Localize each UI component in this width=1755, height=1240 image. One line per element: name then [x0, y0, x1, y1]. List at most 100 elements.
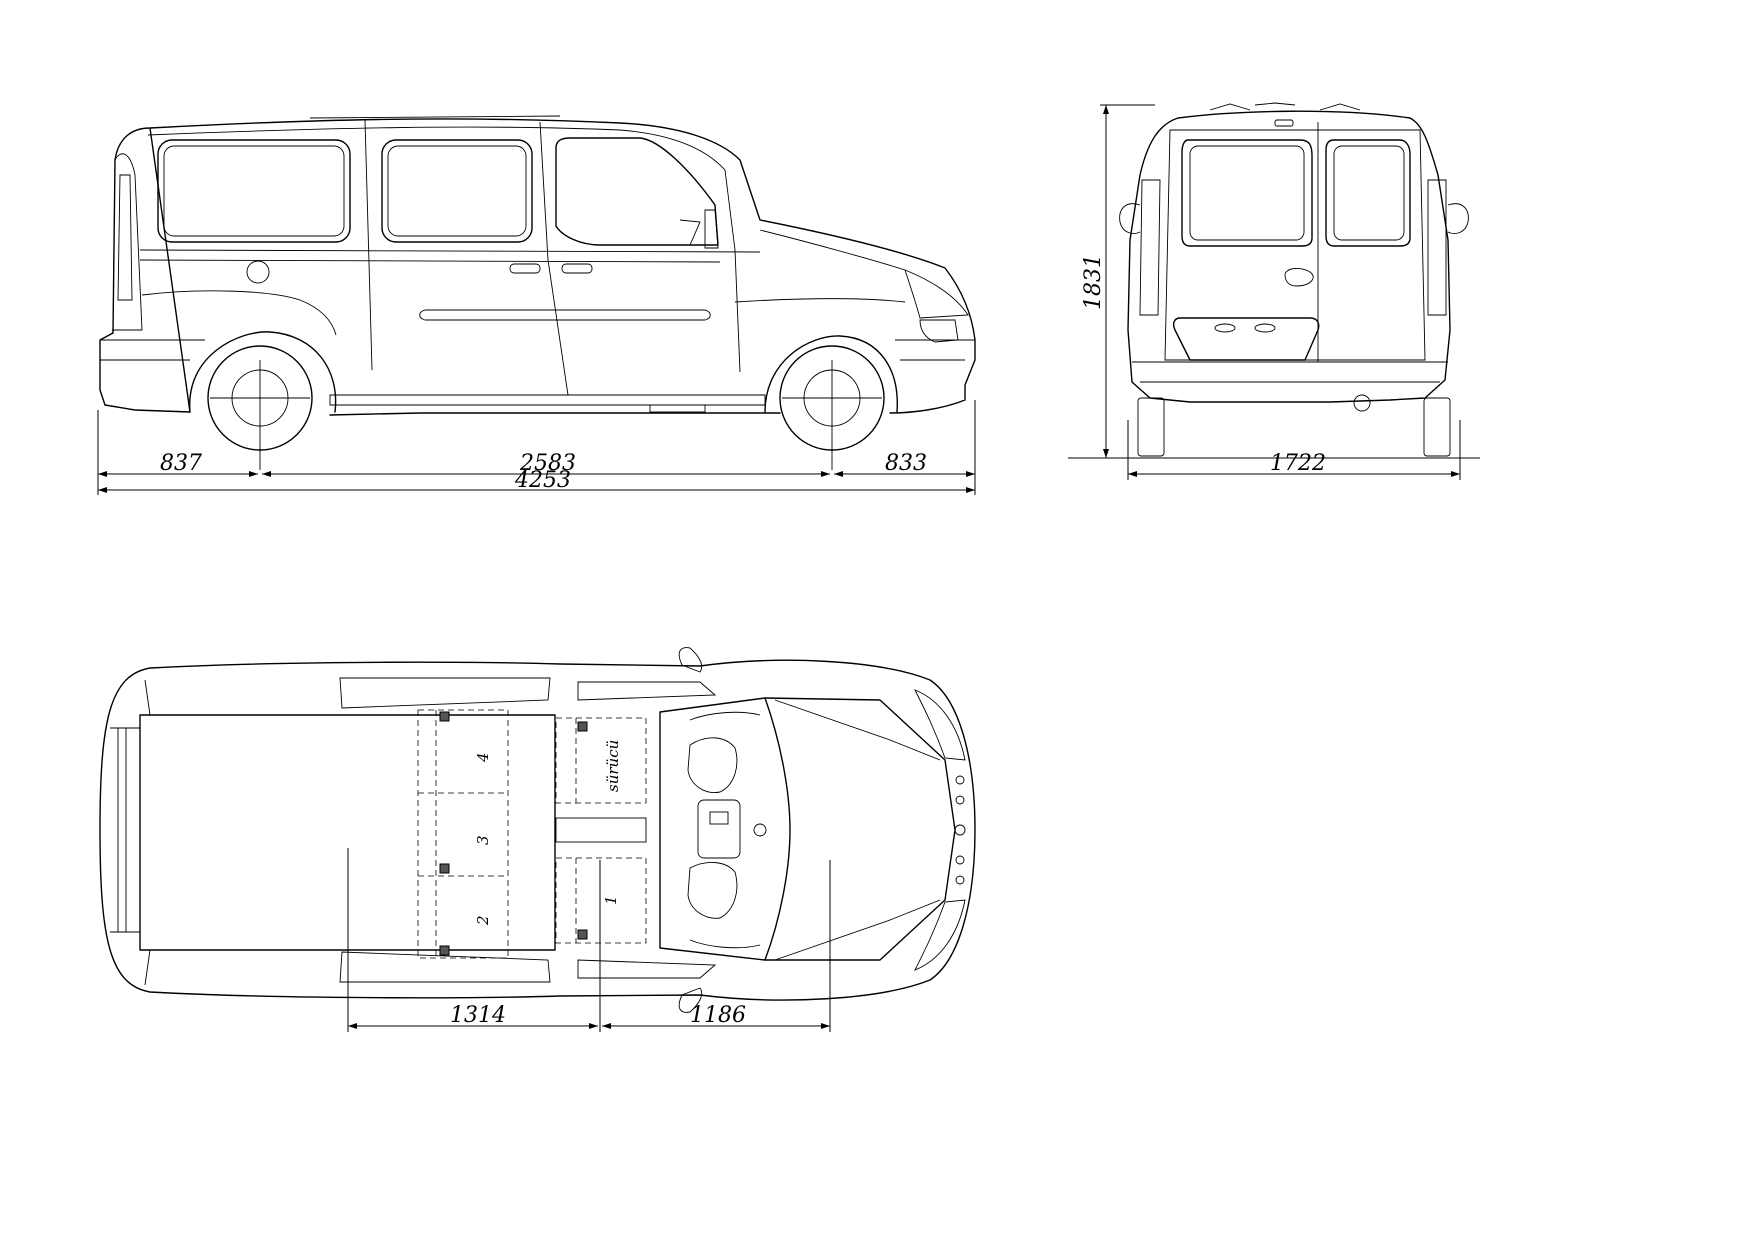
top-rear-bumper — [110, 727, 141, 933]
dim-height: 1831 — [1081, 254, 1106, 310]
dim-seat-to-front: 1186 — [690, 1003, 746, 1028]
top-anchor-3 — [439, 945, 450, 956]
top-front-window-right — [577, 959, 717, 979]
side-window-front — [555, 137, 719, 246]
rear-brake-light — [1274, 119, 1294, 127]
side-rear-flare — [141, 290, 337, 336]
rear-window-left-inner — [1189, 145, 1305, 241]
rear-mirror-right — [1447, 203, 1469, 234]
side-dimensions: 837 2583 833 4253 — [97, 400, 976, 495]
side-door-handle-2 — [561, 263, 593, 274]
side-view: 837 2583 833 4253 — [97, 115, 976, 495]
top-cargo-area — [139, 714, 556, 951]
top-mirror-left — [678, 647, 703, 673]
side-rear-lamp — [117, 174, 133, 301]
top-view: 4 3 2 sürücü 1 — [99, 647, 976, 1032]
side-window-rear — [157, 139, 351, 243]
top-front-window-left — [577, 681, 717, 701]
side-fuel-cap — [246, 260, 270, 284]
rear-view: 1831 1722 — [1068, 102, 1480, 480]
top-center-console — [555, 817, 647, 843]
top-grille — [954, 775, 966, 885]
top-wiper-pivot — [753, 823, 767, 837]
rear-lamp-left — [1139, 179, 1161, 316]
rear-plate-light-left — [1214, 323, 1236, 333]
top-windshield — [659, 697, 791, 961]
side-window-rear-inner — [163, 145, 345, 237]
rear-window-left — [1181, 139, 1313, 247]
top-anchor-2 — [439, 863, 450, 874]
side-window-middle — [381, 139, 533, 243]
side-sill — [329, 394, 766, 406]
seat-label-3: 3 — [474, 835, 492, 845]
dim-width: 1722 — [1270, 451, 1326, 476]
side-door-seam-c — [539, 121, 569, 396]
side-front-wheel-arch — [764, 335, 898, 413]
top-side-window-right — [339, 951, 551, 983]
seat-label-driver: sürücü — [604, 740, 622, 792]
side-mirror — [679, 209, 719, 249]
top-headlamp-left — [914, 689, 966, 761]
side-rear-wheel-arch — [189, 331, 337, 413]
dim-rear-overhang: 833 — [885, 451, 927, 476]
side-rear-door-edge — [112, 153, 143, 331]
side-door-seam-a — [724, 169, 741, 373]
top-hood-line-1 — [774, 699, 941, 761]
side-window-middle-inner — [387, 145, 527, 237]
top-dash-center — [697, 799, 741, 859]
rear-dimensions: 1831 1722 — [1081, 104, 1461, 480]
rear-roof — [1209, 102, 1361, 111]
dim-front-overhang: 837 — [160, 451, 202, 476]
rear-plate-recess — [1172, 317, 1320, 361]
side-front-indicator — [919, 319, 959, 343]
side-belt-line — [139, 249, 761, 253]
top-driver-seat — [555, 717, 647, 804]
dim-overall-length: 4253 — [514, 468, 571, 493]
seat-label-1: 1 — [602, 895, 620, 905]
rear-plate-light-right — [1254, 323, 1276, 333]
side-door-handle-1 — [509, 263, 541, 274]
rear-lamp-right — [1427, 179, 1447, 316]
top-hood — [764, 697, 956, 961]
side-door-seam-b — [364, 119, 373, 371]
rear-mirror-left — [1119, 203, 1141, 234]
top-headlamp-right — [914, 899, 966, 971]
top-steering — [687, 737, 738, 793]
side-rear-wheel — [207, 345, 313, 470]
top-hood-line-2 — [774, 899, 941, 961]
top-anchor-1 — [439, 711, 450, 722]
side-headlamp — [904, 269, 969, 319]
rear-tire-right — [1423, 397, 1451, 457]
top-dimensions: 1314 1186 — [348, 1003, 830, 1029]
rear-tow-hook — [1353, 394, 1371, 412]
rear-body-outline — [1127, 110, 1451, 403]
side-bumper-rear — [100, 339, 205, 361]
side-molding — [419, 309, 711, 321]
top-side-window-left — [339, 677, 551, 709]
top-steering-2 — [687, 862, 738, 919]
side-bumper-front — [895, 339, 975, 361]
rear-bumper — [1132, 361, 1448, 383]
top-driver-anchor — [577, 721, 588, 732]
top-body-outline — [99, 659, 976, 1001]
side-roof-line — [147, 126, 726, 171]
top-cargo-edge — [144, 679, 151, 986]
rear-tire-left — [1137, 397, 1165, 457]
top-dash-vent — [709, 811, 729, 825]
dim-wheelbase: 2583 — [519, 451, 576, 476]
top-dashboard — [689, 711, 761, 949]
side-molding-front — [734, 298, 906, 303]
side-front-wheel — [779, 345, 885, 470]
rear-door-handle — [1284, 268, 1314, 287]
side-belt-line-2 — [139, 259, 721, 263]
top-passenger-seat — [555, 857, 647, 944]
side-hood-line — [759, 229, 906, 271]
side-body-outline — [99, 118, 976, 416]
rear-window-right — [1325, 139, 1411, 247]
top-mirror-right — [678, 987, 703, 1013]
seat-label-2: 2 — [474, 915, 492, 926]
side-roof-rail — [309, 115, 561, 119]
dim-rear-to-seat: 1314 — [450, 1003, 506, 1028]
rear-door-outline — [1164, 129, 1426, 361]
